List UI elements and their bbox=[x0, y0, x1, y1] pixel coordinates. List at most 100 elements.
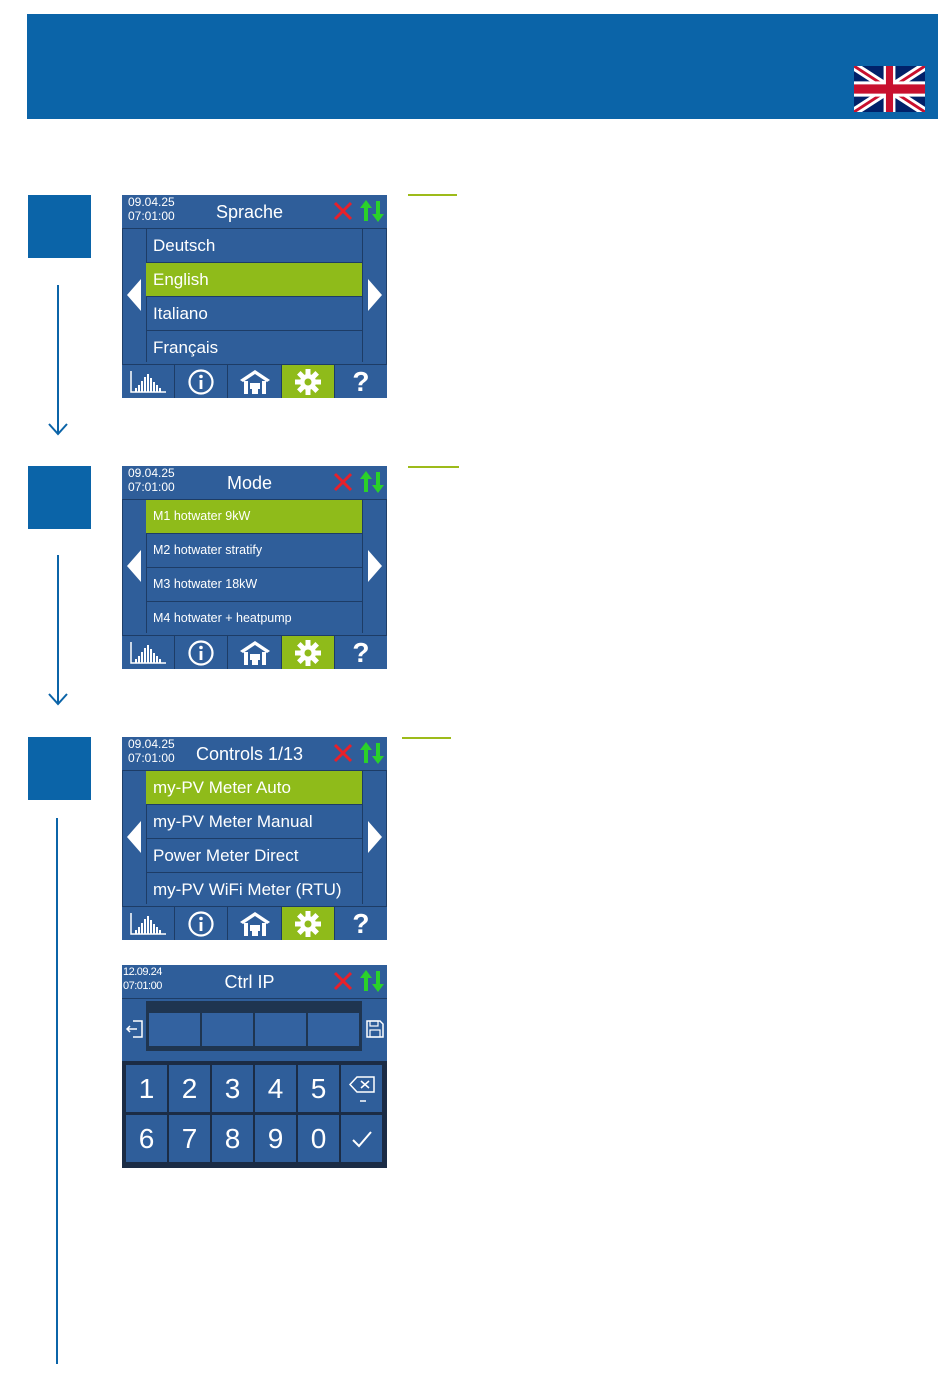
ip-octet-2[interactable] bbox=[202, 1013, 253, 1046]
exit-icon[interactable] bbox=[125, 1019, 145, 1039]
close-icon[interactable] bbox=[332, 742, 354, 764]
menu-item[interactable]: M1 hotwater 9kW bbox=[146, 500, 362, 534]
connection-status-icon bbox=[360, 471, 384, 493]
screen-header: 12.09.24 07:01:00 Ctrl IP bbox=[122, 965, 387, 999]
chart-button[interactable] bbox=[122, 907, 176, 940]
uk-flag-icon[interactable] bbox=[854, 66, 925, 112]
arrow-down-icon bbox=[48, 423, 68, 436]
step-marker-2 bbox=[28, 466, 91, 529]
key-5[interactable]: 5 bbox=[298, 1065, 339, 1112]
screen-header: 09.04.25 07:01:00 Sprache bbox=[122, 195, 387, 229]
datetime-display: 09.04.25 07:01:00 bbox=[128, 466, 175, 494]
time-label: 07:01:00 bbox=[123, 980, 162, 992]
date-label: 09.04.25 bbox=[128, 195, 175, 209]
time-label: 07:01:00 bbox=[128, 480, 175, 494]
bottom-toolbar: ? bbox=[122, 364, 387, 398]
key-2[interactable]: 2 bbox=[169, 1065, 210, 1112]
date-label: 12.09.24 bbox=[123, 966, 162, 978]
key-1[interactable]: 1 bbox=[126, 1065, 167, 1112]
previous-page-button[interactable] bbox=[122, 771, 147, 904]
screen-header: 09.04.25 07:01:00 Mode bbox=[122, 466, 387, 500]
confirm-button[interactable] bbox=[341, 1115, 382, 1162]
menu-item[interactable]: M4 hotwater + heatpump bbox=[146, 602, 362, 636]
help-button[interactable]: ? bbox=[335, 907, 387, 940]
info-button[interactable] bbox=[175, 907, 229, 940]
screen-title: Ctrl IP bbox=[224, 972, 275, 992]
key-4[interactable]: 4 bbox=[255, 1065, 296, 1112]
connection-status-icon bbox=[360, 970, 384, 992]
info-icon bbox=[188, 911, 214, 937]
close-icon[interactable] bbox=[332, 471, 354, 493]
chevron-right-icon bbox=[368, 821, 382, 853]
home-icon bbox=[239, 912, 270, 936]
menu-item[interactable]: Français bbox=[146, 331, 362, 365]
home-icon bbox=[239, 641, 270, 665]
menu-item[interactable]: Italiano bbox=[146, 297, 362, 331]
ip-octet-4[interactable] bbox=[308, 1013, 359, 1046]
screen-title: Mode bbox=[226, 473, 273, 493]
settings-icon bbox=[294, 911, 321, 937]
previous-page-button[interactable] bbox=[122, 229, 147, 362]
close-icon[interactable] bbox=[332, 200, 354, 222]
ip-octet-1[interactable] bbox=[149, 1013, 200, 1046]
chevron-left-icon bbox=[127, 279, 141, 311]
help-icon: ? bbox=[352, 637, 370, 668]
check-icon bbox=[351, 1131, 372, 1148]
key-9[interactable]: 9 bbox=[255, 1115, 296, 1162]
chart-icon bbox=[130, 642, 167, 664]
time-label: 07:01:00 bbox=[128, 751, 175, 765]
numeric-keypad: 1 2 3 4 5 6 7 8 9 0 bbox=[122, 1062, 387, 1168]
controls-screen: 09.04.25 07:01:00 Controls 1/13 my-PV Me… bbox=[122, 737, 387, 940]
key-7[interactable]: 7 bbox=[169, 1115, 210, 1162]
info-button[interactable] bbox=[175, 636, 229, 669]
chevron-left-icon bbox=[127, 821, 141, 853]
menu-item[interactable]: Power Meter Direct bbox=[146, 839, 362, 873]
info-button[interactable] bbox=[175, 365, 229, 398]
menu-item[interactable]: M3 hotwater 18kW bbox=[146, 568, 362, 602]
save-icon[interactable] bbox=[365, 1019, 385, 1039]
key-8[interactable]: 8 bbox=[212, 1115, 253, 1162]
help-icon: ? bbox=[352, 908, 370, 939]
connector-line-1 bbox=[57, 285, 59, 433]
info-icon bbox=[188, 369, 214, 395]
menu-item[interactable]: M2 hotwater stratify bbox=[146, 534, 362, 568]
close-icon[interactable] bbox=[332, 970, 354, 992]
backspace-button[interactable] bbox=[341, 1065, 382, 1112]
menu-item[interactable]: my-PV Meter Manual bbox=[146, 805, 362, 839]
settings-button[interactable] bbox=[281, 636, 335, 669]
help-button[interactable]: ? bbox=[335, 636, 387, 669]
home-button[interactable] bbox=[228, 365, 282, 398]
key-3[interactable]: 3 bbox=[212, 1065, 253, 1112]
ip-address-field[interactable] bbox=[146, 1001, 362, 1051]
chart-button[interactable] bbox=[122, 636, 176, 669]
datetime-display: 12.09.24 07:01:00 bbox=[123, 965, 162, 993]
menu-item[interactable]: my-PV WiFi Meter (RTU) bbox=[146, 873, 362, 907]
home-button[interactable] bbox=[228, 907, 282, 940]
chevron-left-icon bbox=[127, 550, 141, 582]
help-button[interactable]: ? bbox=[335, 365, 387, 398]
step-marker-1 bbox=[28, 195, 91, 258]
settings-button[interactable] bbox=[281, 365, 335, 398]
chart-button[interactable] bbox=[122, 365, 176, 398]
home-button[interactable] bbox=[228, 636, 282, 669]
screen-title: Sprache bbox=[215, 202, 284, 222]
ip-octet-3[interactable] bbox=[255, 1013, 306, 1046]
connection-status-icon bbox=[360, 200, 384, 222]
menu-item[interactable]: my-PV Meter Auto bbox=[146, 771, 362, 805]
next-page-button[interactable] bbox=[362, 771, 387, 904]
key-0[interactable]: 0 bbox=[298, 1115, 339, 1162]
next-page-button[interactable] bbox=[362, 500, 387, 633]
datetime-display: 09.04.25 07:01:00 bbox=[128, 195, 175, 223]
bottom-toolbar: ? bbox=[122, 635, 387, 669]
menu-item[interactable]: English bbox=[146, 263, 362, 297]
previous-page-button[interactable] bbox=[122, 500, 147, 633]
settings-button[interactable] bbox=[281, 907, 335, 940]
next-page-button[interactable] bbox=[362, 229, 387, 362]
time-label: 07:01:00 bbox=[128, 209, 175, 223]
settings-icon bbox=[294, 640, 321, 666]
key-6[interactable]: 6 bbox=[126, 1115, 167, 1162]
menu-item[interactable]: Deutsch bbox=[146, 229, 362, 263]
settings-icon bbox=[294, 369, 321, 395]
